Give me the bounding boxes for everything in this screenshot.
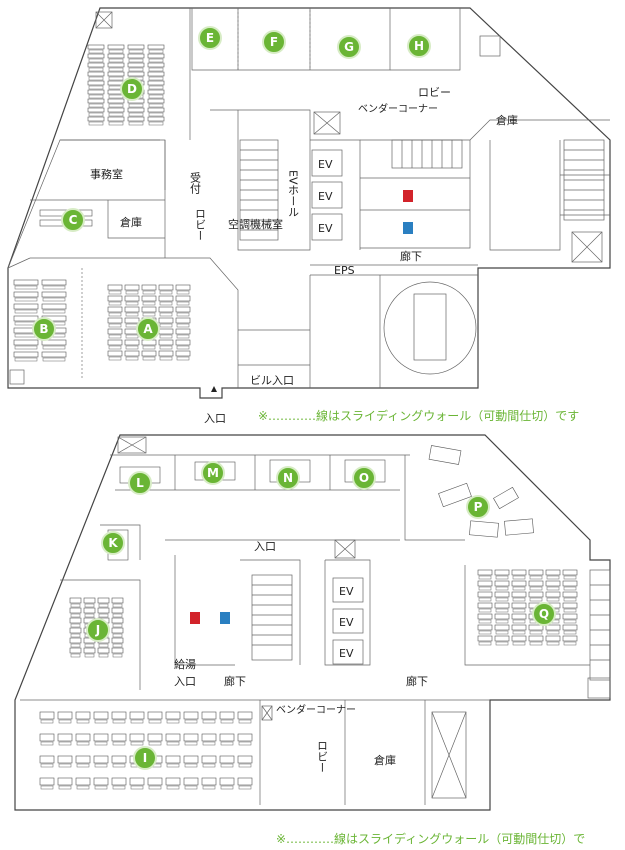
svg-text:H: H [414,39,424,53]
f2-sliding-wall-note: ※…………線はスライディングウォール（可動間仕切）で [276,831,585,846]
f1-room-marker-d: D [120,77,144,101]
f1-room-marker-e: E [198,26,222,50]
f2-room-marker-p: P [466,495,490,519]
f1-lobby-left-label: ロビー [194,208,207,241]
svg-text:M: M [207,466,219,480]
f1-lobby-right-label: ロビー [418,86,451,99]
f2-corridor-right-label: 廊下 [406,674,428,688]
f2-room-marker-o: O [352,466,376,490]
svg-text:D: D [127,82,137,96]
f1-eps-label: EPS [334,264,355,277]
f2-room-marker-q: Q [532,602,556,626]
f2-ev1-label: EV [339,585,354,598]
f2-kitchen-label: 給湯 [174,657,196,671]
f2-room-marker-l: L [128,471,152,495]
f1-building-entrance-label: ビル入口 [250,374,294,387]
f2-room-marker-n: N [276,466,300,490]
f1-room-marker-a: A [136,317,160,341]
f2-entrance-left-label: 入口 [174,675,196,688]
floor-1-plan [7,7,611,399]
f1-entrance-label: 入口 [204,412,226,425]
svg-text:A: A [143,322,153,336]
f2-storage-label: 倉庫 [374,753,396,767]
f1-room-marker-h: H [407,34,431,58]
f1-corridor-label: 廊下 [400,249,422,263]
f2-ev3-label: EV [339,647,354,660]
f1-room-marker-g: G [337,35,361,59]
f1-room-marker-c: C [61,208,85,232]
svg-text:C: C [69,213,78,227]
svg-text:J: J [95,623,100,637]
svg-text:G: G [344,40,354,54]
svg-text:I: I [143,751,147,765]
f2-corridor-left-label: 廊下 [224,674,246,688]
f2-entrance-top-label: 入口 [254,540,276,553]
svg-text:K: K [108,536,118,550]
svg-text:Q: Q [539,607,549,621]
f2-room-marker-m: M [201,461,225,485]
f1-ev2-label: EV [318,190,333,203]
f1-room-marker-f: F [262,30,286,54]
f2-room-marker-k: K [101,531,125,555]
f1-ev-hall-label: EVホール [287,170,300,217]
f1-ev3-label: EV [318,222,333,235]
f2-vending-label: ベンダーコーナー [276,703,356,716]
svg-text:P: P [474,500,483,514]
f1-office-label: 事務室 [90,167,123,181]
f1-machine-room-label: 空調機械室 [228,217,283,231]
f1-room-markers: A B C D E F G H [32,26,431,341]
f1-reception-label: 受付 [189,172,202,195]
f1-ev1-label: EV [318,158,333,171]
svg-text:O: O [359,471,369,485]
f2-ev2-label: EV [339,616,354,629]
f1-storage-right-label: 倉庫 [496,113,518,127]
svg-text:E: E [206,31,214,45]
svg-text:F: F [270,35,278,49]
f2-room-marker-j: J [86,618,110,642]
svg-text:L: L [136,476,144,490]
f1-vending-label: ベンダーコーナー [358,102,438,115]
f2-room-markers: I J K L M N O P Q [86,461,556,770]
f1-storage-left-label: 倉庫 [120,215,142,229]
f1-sliding-wall-note: ※…………線はスライディングウォール（可動間仕切）です [258,408,579,423]
f2-room-marker-i: I [133,746,157,770]
f1-room-marker-b: B [32,317,56,341]
svg-text:B: B [39,322,48,336]
f2-lobby-label: ロビー [316,740,329,773]
svg-text:N: N [283,471,293,485]
